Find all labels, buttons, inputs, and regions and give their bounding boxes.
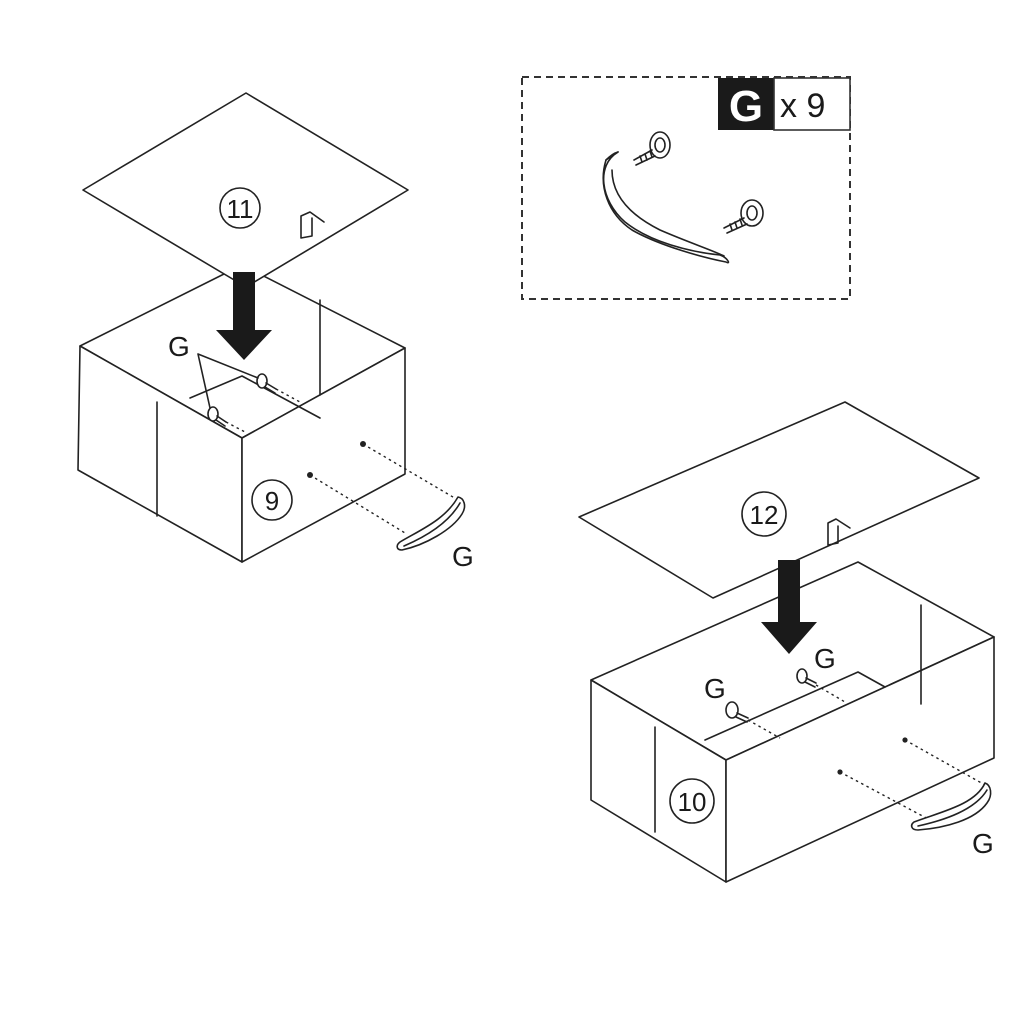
screw-icon bbox=[725, 701, 749, 723]
part-number-badge bbox=[669, 778, 715, 824]
part-number-badge bbox=[251, 479, 293, 521]
down-arrow bbox=[761, 560, 817, 654]
part-number-panel-small: 11 bbox=[227, 194, 254, 224]
legend-dashed-border bbox=[521, 76, 851, 300]
small-box-assembly: G G 9 11 bbox=[77, 92, 474, 572]
handle-icon bbox=[396, 496, 466, 551]
screw-icon bbox=[633, 131, 671, 166]
legend-badge bbox=[718, 78, 774, 130]
screw-icon bbox=[796, 668, 817, 688]
label-handle-small-box: G bbox=[452, 541, 474, 572]
label-screw-small-box: G bbox=[168, 331, 190, 362]
part-number-badge bbox=[741, 491, 787, 537]
large-box-assembly: G G G 10 12 bbox=[578, 401, 995, 883]
label-screw-large-box-right: G bbox=[814, 643, 836, 674]
part-number-badge bbox=[219, 187, 261, 229]
screw-icon bbox=[723, 199, 764, 234]
label-handle-large-box: G bbox=[972, 828, 994, 859]
screw-icon bbox=[256, 373, 277, 394]
part-number-box-small: 9 bbox=[265, 486, 279, 516]
down-arrow bbox=[216, 272, 272, 360]
legend-quantity-box bbox=[773, 77, 851, 131]
legend-quantity: x 9 bbox=[780, 87, 825, 125]
hardware-legend: G x 9 bbox=[521, 76, 851, 300]
part-number-panel-large: 12 bbox=[750, 500, 779, 530]
screw-icon bbox=[207, 406, 227, 427]
handle-icon bbox=[910, 782, 992, 831]
part-number-box-large: 10 bbox=[678, 787, 707, 817]
label-screw-large-box-left: G bbox=[704, 673, 726, 704]
legend-letter: G bbox=[729, 82, 763, 131]
large-box-front-face bbox=[725, 636, 995, 883]
handle-icon bbox=[602, 151, 730, 264]
